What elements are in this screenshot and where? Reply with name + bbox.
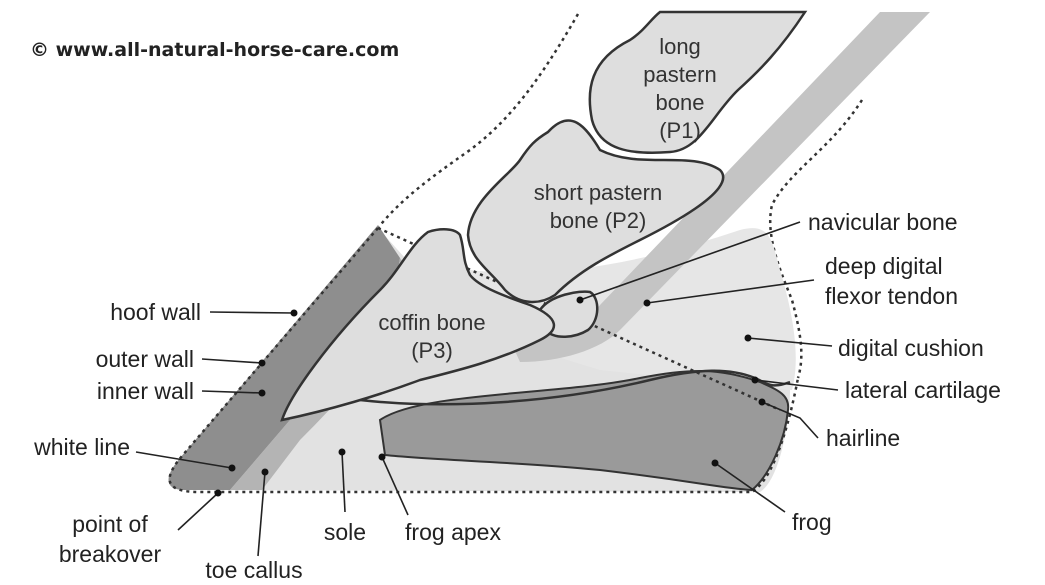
label-frog-apex: frog apex: [405, 519, 501, 545]
label-white-line: white line: [33, 434, 130, 460]
dot-hoof-wall: [291, 310, 298, 317]
leader-outer-wall: [202, 359, 262, 363]
dot-hairline: [759, 399, 766, 406]
label-sole: sole: [324, 519, 366, 545]
dot-sole: [339, 449, 346, 456]
dot-deep-digital: [644, 300, 651, 307]
label-hoof-wall: hoof wall: [110, 299, 201, 325]
dot-toe-callus: [262, 469, 269, 476]
dot-frog: [712, 460, 719, 467]
p2-line-2: bone (P2): [550, 208, 647, 233]
dot-outer-wall: [259, 360, 266, 367]
p1-line-1: long: [659, 34, 701, 59]
label-inner-wall: inner wall: [97, 378, 194, 404]
dot-digital-cushion: [745, 335, 752, 342]
copyright-text: © www.all-natural-horse-care.com: [30, 39, 399, 61]
leader-hoof-wall: [210, 312, 294, 313]
p3-line-1: coffin bone: [378, 310, 485, 335]
p3-line-2: (P3): [411, 338, 453, 363]
label-lateral-cartilage: lateral cartilage: [845, 377, 1001, 403]
dot-white-line: [229, 465, 236, 472]
label-outer-wall: outer wall: [96, 346, 194, 372]
p1-line-2: pastern: [643, 62, 716, 87]
dot-navicular: [577, 297, 584, 304]
label-frog: frog: [792, 509, 832, 535]
label-breakover-2: breakover: [59, 541, 162, 567]
p2-line-1: short pastern: [534, 180, 662, 205]
dot-frog-apex: [379, 454, 386, 461]
label-digital-cushion: digital cushion: [838, 335, 984, 361]
leader-breakover: [178, 493, 218, 530]
p1-line-4: (P1): [659, 118, 701, 143]
p1-line-3: bone: [656, 90, 705, 115]
label-deep-digital-1: deep digital: [825, 253, 943, 279]
label-toe-callus: toe callus: [205, 557, 302, 583]
label-hairline: hairline: [826, 425, 900, 451]
dot-lateral-cartilage: [752, 377, 759, 384]
dot-breakover: [215, 490, 222, 497]
dot-inner-wall: [259, 390, 266, 397]
label-breakover-1: point of: [72, 511, 148, 537]
label-deep-digital-2: flexor tendon: [825, 283, 958, 309]
label-navicular-bone: navicular bone: [808, 209, 958, 235]
